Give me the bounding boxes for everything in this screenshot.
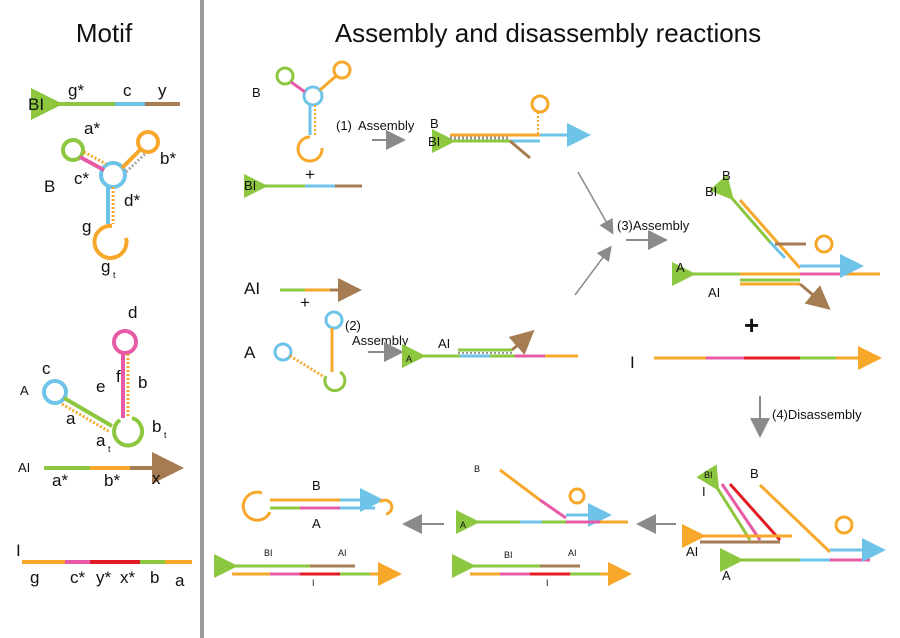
complex-a-label: A bbox=[676, 260, 685, 275]
reactant-a-hairpin: A bbox=[244, 310, 347, 393]
product-b-label: B bbox=[430, 116, 439, 131]
motif-ai-astar: a* bbox=[52, 471, 68, 490]
reaction-i-strand: I bbox=[630, 346, 882, 372]
step1-number: (1) bbox=[336, 118, 352, 133]
step3-arrow-bottom bbox=[574, 245, 612, 296]
plus-complex-i: + bbox=[744, 310, 759, 340]
motif-b-gt: g bbox=[101, 257, 110, 276]
plus-b-bi: + bbox=[305, 165, 315, 184]
motif-ai-bstar: b* bbox=[104, 471, 120, 490]
middle-bi-label: BI bbox=[504, 550, 513, 560]
motif-bi-label: BI bbox=[28, 95, 44, 114]
disasm-bi-label: BI bbox=[704, 470, 713, 480]
complex-bi-label: BI bbox=[705, 184, 717, 199]
final-i-label: I bbox=[312, 578, 315, 588]
middle-ai-label: AI bbox=[568, 548, 577, 558]
motif-a-d: d bbox=[128, 303, 137, 322]
reactant-bi-strand: BI bbox=[244, 174, 362, 198]
step2-label: Assembly bbox=[352, 333, 409, 348]
motif-bi-strand: BI g* c y bbox=[28, 81, 180, 120]
motif-i-b: b bbox=[150, 568, 159, 587]
complex-b-label: B bbox=[722, 168, 731, 183]
product-i-bi-ai-final: BI AI I bbox=[214, 548, 402, 588]
motif-i-g: g bbox=[30, 568, 39, 587]
reactant-b-hairpin: B bbox=[252, 60, 352, 163]
motif-b-bstar: b* bbox=[160, 149, 176, 168]
reactions-title: Assembly and disassembly reactions bbox=[335, 18, 761, 48]
motif-b-dstar: d* bbox=[124, 191, 140, 210]
motif-a-a: a bbox=[66, 409, 76, 428]
reactant-b-label: B bbox=[252, 85, 261, 100]
motif-i-a: a bbox=[175, 571, 185, 590]
disasm-b-label: B bbox=[750, 466, 759, 481]
motif-b-g: g bbox=[82, 217, 91, 236]
product-complex-step3: B BI A AI bbox=[672, 168, 880, 310]
motif-a-structure: A c d e f a b a t b t bbox=[20, 303, 167, 454]
motif-i-cstar: c* bbox=[70, 568, 86, 587]
motif-a-f: f bbox=[116, 367, 121, 386]
product-a-label: A bbox=[406, 354, 412, 364]
disasm-i-label: I bbox=[702, 484, 706, 499]
disassembly-complex: BI B I AI A bbox=[682, 464, 886, 583]
intermediate-b-label: B bbox=[474, 464, 480, 474]
step3-arrow-top bbox=[577, 171, 614, 235]
final-b-label: B bbox=[312, 478, 321, 493]
motif-i-label: I bbox=[16, 541, 21, 560]
final-ai-label: AI bbox=[338, 548, 347, 558]
intermediate-a-b: B A bbox=[456, 464, 628, 534]
motif-a-bt-sub: t bbox=[164, 430, 167, 440]
reactant-a-label: A bbox=[244, 343, 256, 362]
plus-ai-a: + bbox=[300, 293, 310, 312]
motif-title: Motif bbox=[76, 18, 133, 48]
motif-b-astar: a* bbox=[84, 119, 100, 138]
motif-b-label: B bbox=[44, 177, 55, 196]
motif-i-xstar: x* bbox=[120, 568, 136, 587]
panel-divider bbox=[200, 0, 204, 638]
step3-label: (3)Assembly bbox=[617, 218, 690, 233]
middle-i-label: I bbox=[546, 578, 549, 588]
motif-a-bt: b bbox=[152, 417, 161, 436]
motif-b-structure: B a* b* c* d* g g t bbox=[44, 119, 176, 280]
disasm-ai-label: AI bbox=[686, 544, 698, 559]
motif-ai-strand: AI a* b* x bbox=[18, 452, 184, 490]
motif-bi-c: c bbox=[123, 81, 132, 100]
motif-b-gt-sub: t bbox=[113, 270, 116, 280]
product-b-bi: B BI bbox=[428, 94, 591, 160]
final-a-label: A bbox=[312, 516, 321, 531]
motif-b-cstar: c* bbox=[74, 169, 90, 188]
motif-a-at-sub: t bbox=[108, 444, 111, 454]
step1-label: Assembly bbox=[358, 118, 415, 133]
disasm-a-label: A bbox=[722, 568, 731, 583]
motif-a-c: c bbox=[42, 359, 51, 378]
motif-bi-gstar: g* bbox=[68, 81, 84, 100]
motif-ai-label: AI bbox=[18, 460, 30, 475]
motif-a-b: b bbox=[138, 373, 147, 392]
motif-a-label: A bbox=[20, 383, 29, 398]
motif-a-at: a bbox=[96, 431, 106, 450]
step2-number: (2) bbox=[345, 318, 361, 333]
complex-ai-label: AI bbox=[708, 285, 720, 300]
product-a-ai: AI A bbox=[402, 330, 578, 368]
motif-a-e: e bbox=[96, 377, 105, 396]
motif-ai-x: x bbox=[152, 469, 161, 488]
motif-i-ystar: y* bbox=[96, 568, 112, 587]
final-bi-label: BI bbox=[264, 548, 273, 558]
product-i-bi-ai-middle: BI AI I bbox=[452, 548, 632, 588]
step4-label: (4)Disassembly bbox=[772, 407, 862, 422]
final-a-b-duplex: B A bbox=[241, 478, 394, 531]
reaction-i-label: I bbox=[630, 353, 635, 372]
intermediate-a-label: A bbox=[460, 520, 466, 530]
reactant-bi-label: BI bbox=[244, 178, 256, 193]
reactant-ai-label: AI bbox=[244, 279, 260, 298]
product-ai-label: AI bbox=[438, 336, 450, 351]
motif-i-strand: I g c* y* x* b a bbox=[16, 541, 192, 590]
product-bi-label: BI bbox=[428, 134, 440, 149]
motif-bi-y: y bbox=[158, 81, 167, 100]
